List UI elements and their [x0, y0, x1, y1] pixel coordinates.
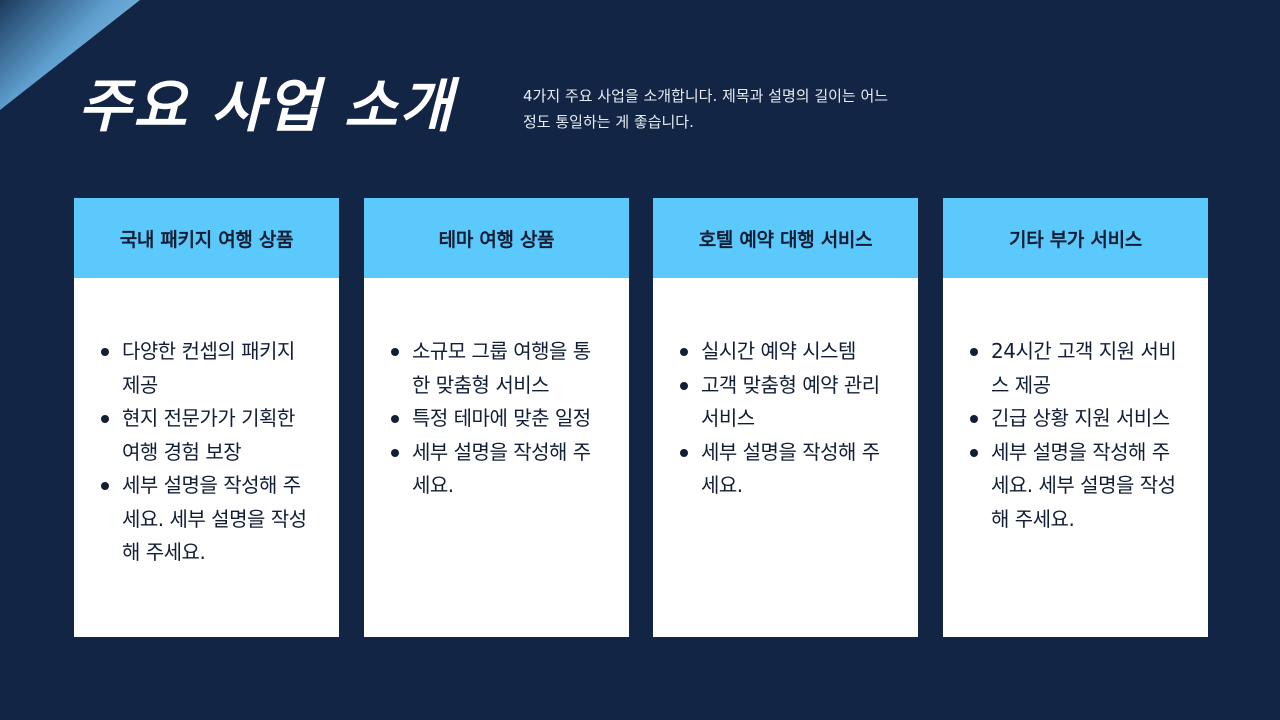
card-header: 기타 부가 서비스: [943, 198, 1208, 278]
card-body: 소규모 그룹 여행을 통한 맞춤형 서비스 특정 테마에 맞춘 일정 세부 설명…: [364, 278, 629, 503]
card-hotel-booking: 호텔 예약 대행 서비스 실시간 예약 시스템 고객 맞춤형 예약 관리 서비스…: [653, 198, 918, 637]
bullet-text: 24시간 고객 지원 서비스 제공: [991, 339, 1177, 397]
bullet-text: 현지 전문가가 기획한 여행 경험 보장: [122, 406, 295, 464]
bullet-item: 세부 설명을 작성해 주세요. 세부 설명을 작성해 주세요.: [100, 469, 317, 570]
bullet-text: 고객 맞춤형 예약 관리 서비스: [701, 372, 880, 431]
bullet-item: 특정 테마에 맞춘 일정: [390, 402, 607, 436]
bullet-dot-icon: [970, 448, 978, 457]
bullet-text: 세부 설명을 작성해 주세요. 세부 설명을 작성해 주세요.: [991, 439, 1176, 531]
card-theme-travel: 테마 여행 상품 소규모 그룹 여행을 통한 맞춤형 서비스 특정 테마에 맞춘…: [364, 198, 629, 637]
bullet-text: 세부 설명을 작성해 주세요. 세부 설명을 작성해 주세요.: [122, 473, 307, 564]
bullet-item: 소규모 그룹 여행을 통한 맞춤형 서비스: [390, 335, 607, 402]
bullet-item: 세부 설명을 작성해 주세요. 세부 설명을 작성해 주세요.: [969, 436, 1186, 537]
bullet-item: 현지 전문가가 기획한 여행 경험 보장: [100, 402, 317, 469]
bullet-text: 세부 설명을 작성해 주세요.: [701, 439, 880, 498]
bullet-item: 긴급 상황 지원 서비스: [969, 402, 1186, 436]
bullet-list: 소규모 그룹 여행을 통한 맞춤형 서비스 특정 테마에 맞춘 일정 세부 설명…: [390, 335, 607, 503]
bullet-dot-icon: [680, 448, 688, 457]
bullet-dot-icon: [101, 482, 109, 490]
bullet-dot-icon: [680, 381, 688, 390]
card-body: 다양한 컨셉의 패키지 제공 현지 전문가가 기획한 여행 경험 보장 세부 설…: [74, 278, 339, 570]
bullet-dot-icon: [391, 448, 399, 457]
card-header: 테마 여행 상품: [364, 198, 629, 278]
card-body: 24시간 고객 지원 서비스 제공 긴급 상황 지원 서비스 세부 설명을 작성…: [943, 278, 1208, 536]
bullet-dot-icon: [970, 415, 978, 423]
bullet-item: 고객 맞춤형 예약 관리 서비스: [679, 369, 896, 436]
bullet-text: 다양한 컨셉의 패키지 제공: [122, 339, 295, 397]
bullet-item: 24시간 고객 지원 서비스 제공: [969, 335, 1186, 402]
card-domestic-package: 국내 패키지 여행 상품 다양한 컨셉의 패키지 제공 현지 전문가가 기획한 …: [74, 198, 339, 637]
card-header: 호텔 예약 대행 서비스: [653, 198, 918, 278]
bullet-dot-icon: [680, 348, 688, 356]
bullet-text: 소규모 그룹 여행을 통한 맞춤형 서비스: [412, 339, 591, 397]
bullet-list: 24시간 고객 지원 서비스 제공 긴급 상황 지원 서비스 세부 설명을 작성…: [969, 335, 1186, 536]
bullet-item: 세부 설명을 작성해 주세요.: [390, 436, 607, 503]
page-subtitle: 4가지 주요 사업을 소개합니다. 제목과 설명의 길이는 어느 정도 통일하는…: [523, 87, 889, 131]
bullet-text: 특정 테마에 맞춘 일정: [412, 406, 591, 430]
bullet-text: 실시간 예약 시스템: [701, 339, 856, 363]
card-additional-services: 기타 부가 서비스 24시간 고객 지원 서비스 제공 긴급 상황 지원 서비스…: [943, 198, 1208, 637]
bullet-item: 세부 설명을 작성해 주세요.: [679, 436, 896, 503]
bullet-dot-icon: [391, 348, 399, 356]
bullet-text: 세부 설명을 작성해 주세요.: [412, 439, 591, 498]
card-header: 국내 패키지 여행 상품: [74, 198, 339, 278]
bullet-text: 긴급 상황 지원 서비스: [991, 406, 1170, 430]
bullet-dot-icon: [101, 348, 109, 356]
bullet-list: 다양한 컨셉의 패키지 제공 현지 전문가가 기획한 여행 경험 보장 세부 설…: [100, 335, 317, 570]
bullet-dot-icon: [101, 415, 109, 423]
card-body: 실시간 예약 시스템 고객 맞춤형 예약 관리 서비스 세부 설명을 작성해 주…: [653, 278, 918, 503]
bullet-dot-icon: [391, 415, 399, 423]
page-title: 주요 사업 소개: [78, 72, 455, 140]
bullet-item: 다양한 컨셉의 패키지 제공: [100, 335, 317, 402]
bullet-list: 실시간 예약 시스템 고객 맞춤형 예약 관리 서비스 세부 설명을 작성해 주…: [679, 335, 896, 503]
bullet-dot-icon: [970, 348, 978, 356]
bullet-item: 실시간 예약 시스템: [679, 335, 896, 369]
